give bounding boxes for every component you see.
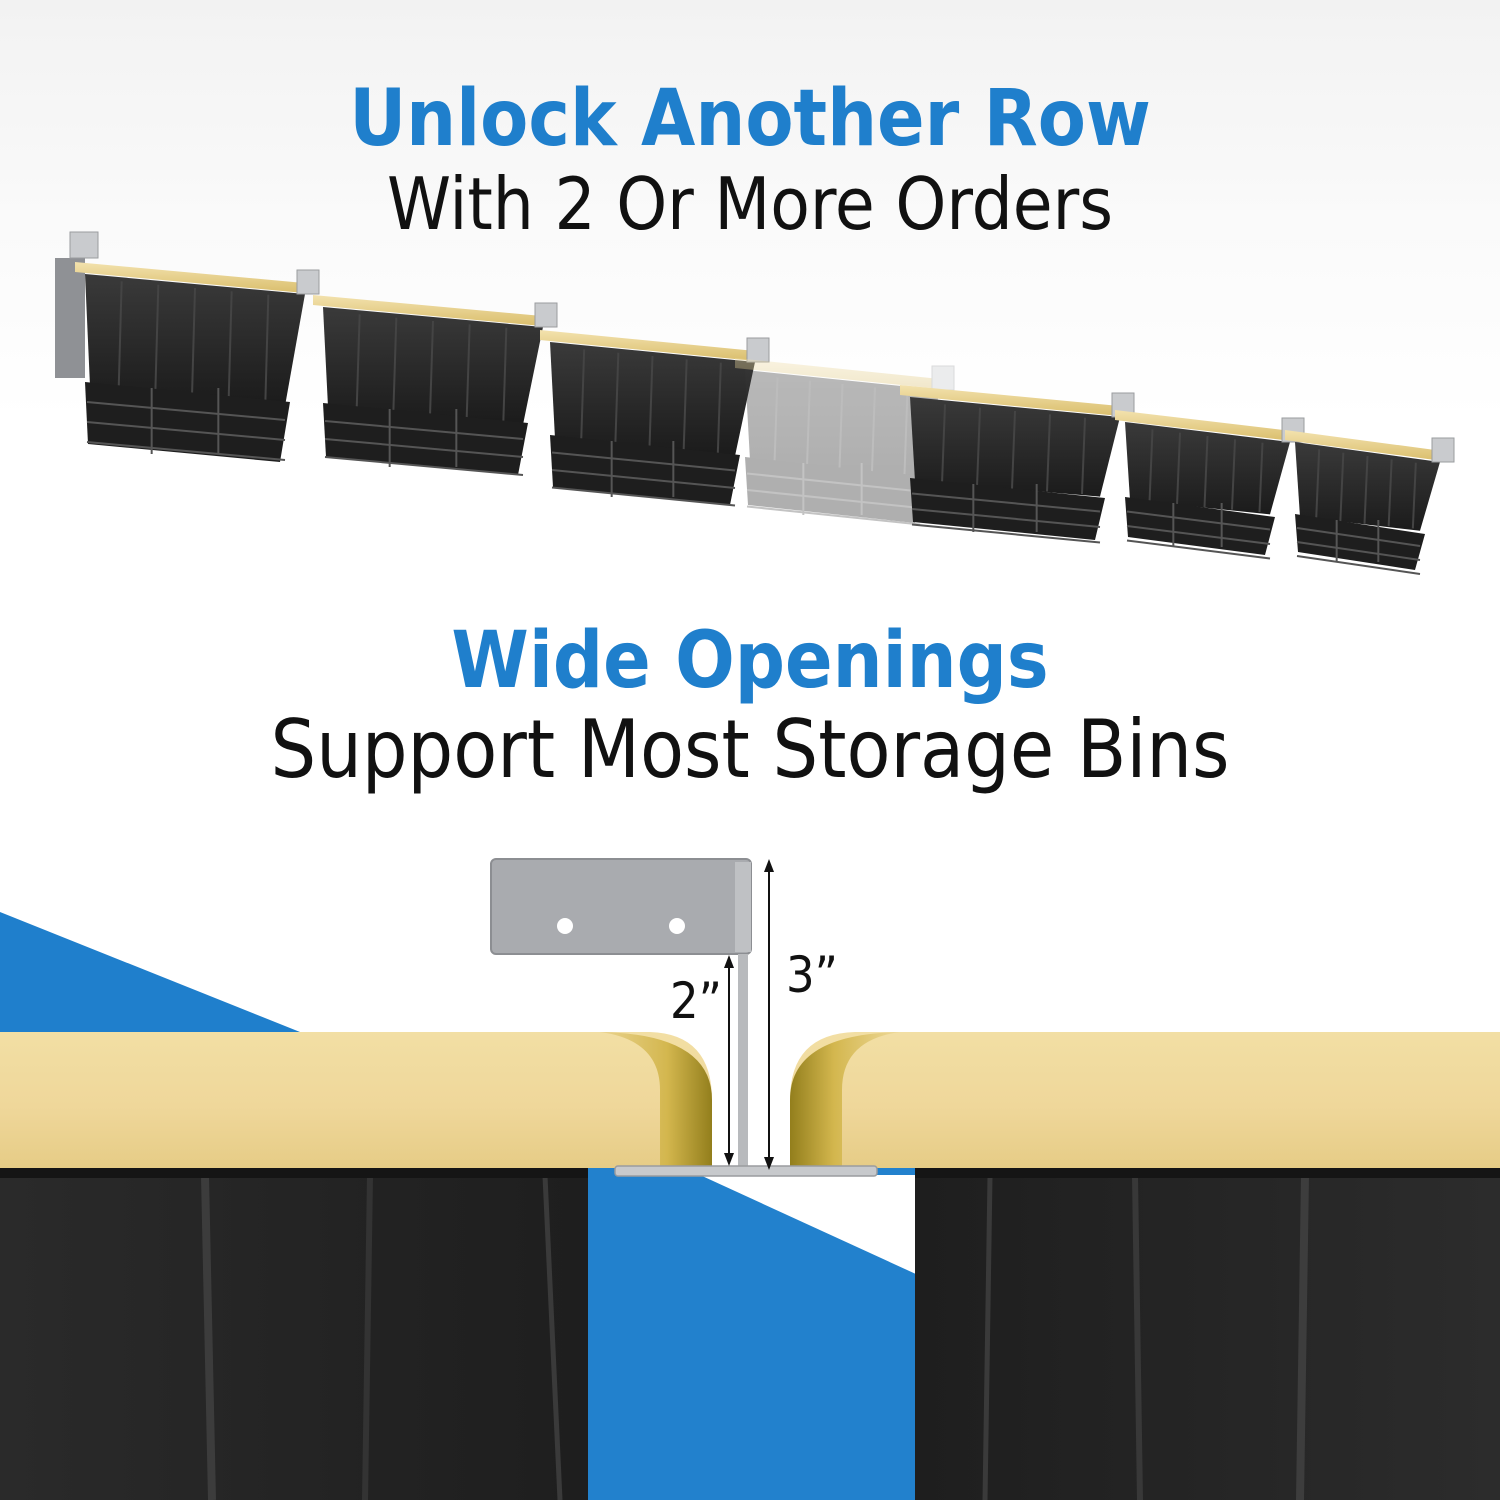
dimension-label-3in: 3”: [786, 946, 838, 1004]
left-storage-bin: [0, 1032, 712, 1500]
dimension-arrow-3in: [764, 859, 774, 1170]
bracket-screw-hole: [669, 918, 685, 934]
ceiling-bracket: [490, 858, 878, 1177]
hanging-bin: [900, 385, 1135, 544]
hanging-bin: [540, 330, 770, 507]
wide-openings-subheadline: Support Most Storage Bins: [270, 703, 1230, 796]
hanging-bin: [735, 358, 955, 526]
accent-background-center: [560, 1168, 940, 1500]
hanger-bracket: [69, 231, 99, 259]
wide-openings-headline: Wide Openings: [451, 616, 1049, 706]
mounting-plate: [55, 258, 85, 378]
dimension-arrow-2in: [724, 955, 734, 1166]
unlock-row-headline: Unlock Another Row: [349, 74, 1151, 164]
hanging-bin: [313, 295, 558, 476]
hanging-bin: [1285, 430, 1455, 575]
accent-background-left: [0, 912, 300, 1032]
accent-background-gap: [700, 1175, 918, 1275]
hanging-bin: [75, 262, 320, 462]
unlock-row-subheadline: With 2 Or More Orders: [386, 162, 1114, 246]
hanging-bin: [1115, 410, 1305, 560]
right-storage-bin: [790, 1032, 1500, 1500]
ceiling-bin-rack-illustration: [55, 231, 1455, 575]
dimension-label-2in: 2”: [670, 972, 722, 1030]
bracket-screw-hole: [557, 918, 573, 934]
